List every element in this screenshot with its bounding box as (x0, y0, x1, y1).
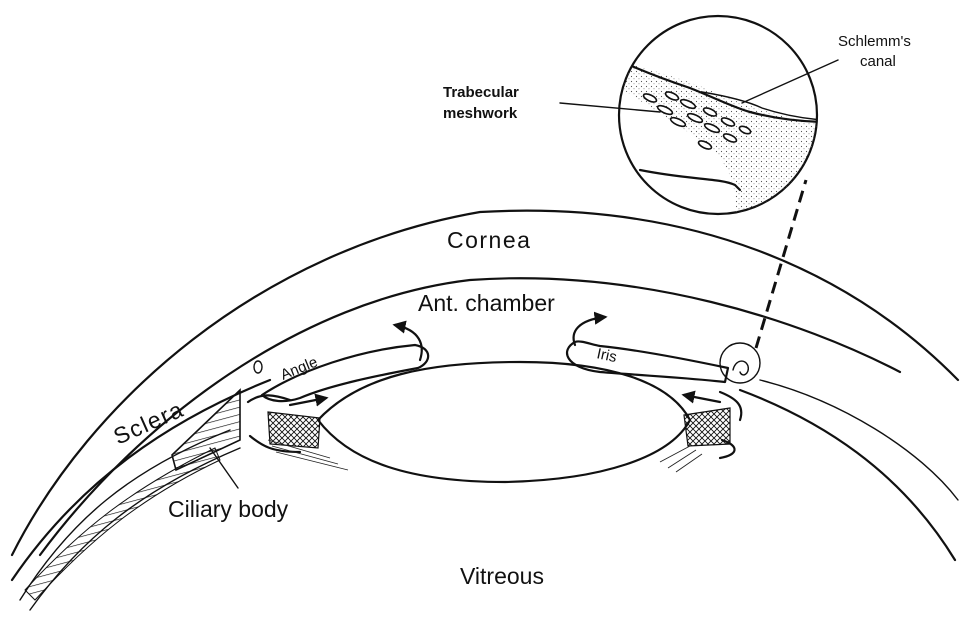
zonule-fibers-right (660, 446, 702, 472)
label-schlemm-line1: Schlemm's (838, 33, 911, 50)
label-trabecular-line1: Trabecular (443, 84, 519, 101)
iris-right (567, 341, 728, 382)
sclera-inner-right (740, 390, 955, 560)
angle-hook (733, 361, 748, 375)
ciliary-band-left (25, 448, 220, 600)
label-ant-chamber: Ant. chamber (418, 290, 555, 316)
sclera-edge-right (760, 380, 958, 500)
cornea-outer-surface (12, 211, 958, 555)
label-cornea: Cornea (447, 227, 531, 253)
label-schlemm-line2: canal (860, 53, 896, 70)
leader-ciliary-body (210, 448, 238, 488)
label-ciliary-body: Ciliary body (168, 496, 289, 522)
flow-arrow-left (395, 325, 422, 360)
angle-zoom-circle (720, 343, 760, 383)
label-vitreous: Vitreous (460, 563, 544, 589)
label-iris: Iris (595, 345, 618, 366)
label-angle: Angle (278, 354, 320, 384)
lens (318, 362, 690, 482)
iris-left-dot (254, 361, 262, 373)
flow-arrow-right-posterior (684, 395, 720, 402)
label-trabecular-line2: meshwork (443, 105, 518, 122)
